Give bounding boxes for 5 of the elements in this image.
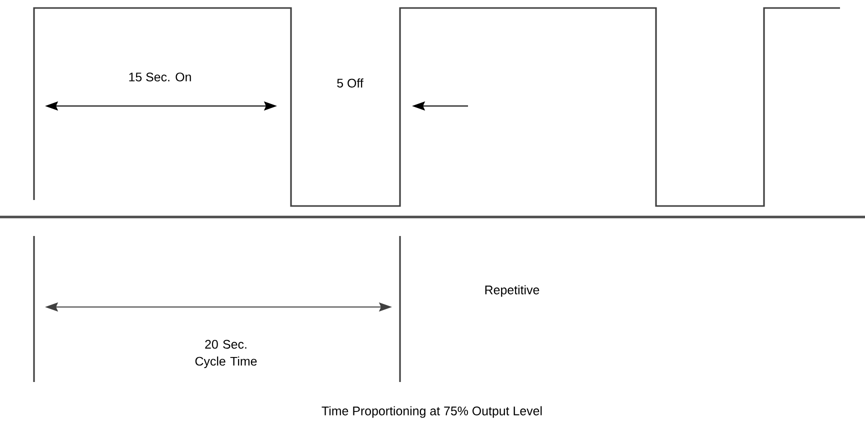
label-text: 20 Sec. Cycle Time <box>195 340 257 368</box>
label-text: 15 Sec. On <box>129 72 191 82</box>
caption: Time Proportioning at 75% Output Level <box>322 406 542 418</box>
label-text: 5 Off <box>337 78 364 88</box>
label-text: Repetitive <box>485 285 540 297</box>
